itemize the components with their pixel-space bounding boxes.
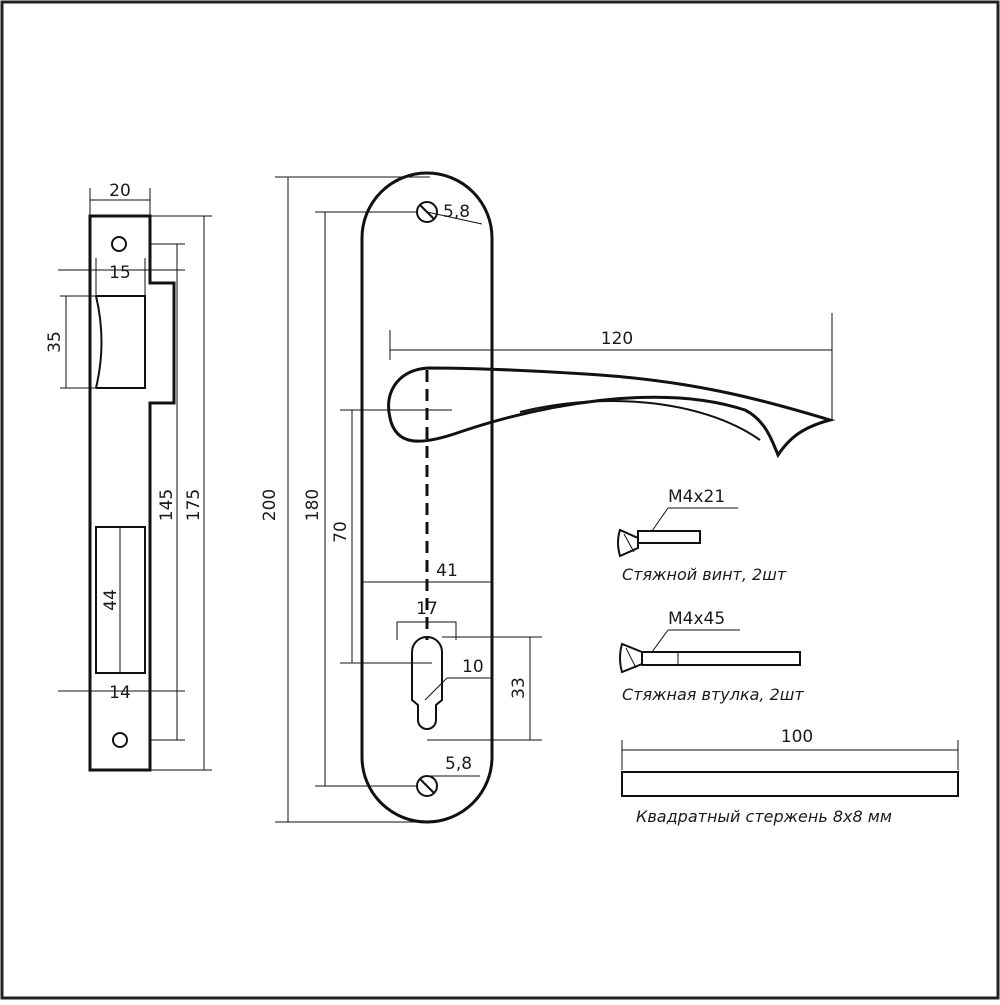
- dim-latch-width: 15: [109, 263, 131, 283]
- part-sleeve: M4x45 Стяжная втулка, 2шт: [619, 609, 804, 704]
- dim-bolt-height: 44: [101, 589, 121, 611]
- dim-total-height: 175: [184, 489, 204, 521]
- part-spindle: 100 Квадратный стержень 8x8 мм: [621, 727, 959, 826]
- strike-plate-outline: [88, 214, 176, 772]
- screw-hole-top: [111, 236, 127, 252]
- spindle-bar: [621, 771, 959, 797]
- dim-screw-top: 5,8: [443, 202, 470, 222]
- cylinder-cutout: [411, 636, 443, 730]
- screw-spec: M4x21: [668, 487, 725, 507]
- screw-caption: Стяжной винт, 2шт: [622, 565, 787, 584]
- dim-plate-height: 200: [260, 489, 280, 521]
- dim-screw-span: 180: [303, 489, 323, 521]
- screw-hole-bottom: [112, 732, 128, 748]
- faceplate-outline: [360, 171, 494, 824]
- dim-plate-width: 41: [436, 561, 458, 581]
- latch-opening: [96, 295, 146, 389]
- dim-width: 20: [109, 181, 131, 201]
- dim-screw-bottom: 5,8: [445, 754, 472, 774]
- part-screw: M4x21 Стяжной винт, 2шт: [617, 487, 787, 584]
- dim-spindle-length: 100: [781, 727, 813, 747]
- dim-mid-height: 145: [157, 489, 177, 521]
- faceplate: 5,8 5,8 17 10 200 180 70 41: [260, 171, 836, 824]
- dim-cylinder-height: 33: [509, 677, 529, 699]
- dim-cylinder-radius: 10: [462, 657, 484, 677]
- screw-head-icon: [617, 528, 639, 558]
- dim-cylinder-width: 17: [416, 599, 438, 619]
- sleeve-spec: M4x45: [668, 609, 725, 629]
- sleeve-body: [641, 651, 801, 666]
- strike-plate: 20 15 35 145 175 44 14: [45, 181, 212, 772]
- dim-bolt-width: 14: [109, 683, 131, 703]
- lever-handle: [387, 366, 836, 459]
- spindle-caption: Квадратный стержень 8x8 мм: [636, 807, 892, 826]
- sleeve-caption: Стяжная втулка, 2шт: [622, 685, 804, 704]
- sleeve-head-icon: [619, 642, 643, 674]
- lever-handle-contour: [519, 399, 761, 441]
- latch-curve: [95, 295, 103, 389]
- screw-shank: [637, 530, 701, 544]
- dim-handle-cylinder: 70: [331, 521, 351, 543]
- dim-latch-height: 35: [45, 331, 65, 353]
- dim-handle-length: 120: [601, 329, 633, 349]
